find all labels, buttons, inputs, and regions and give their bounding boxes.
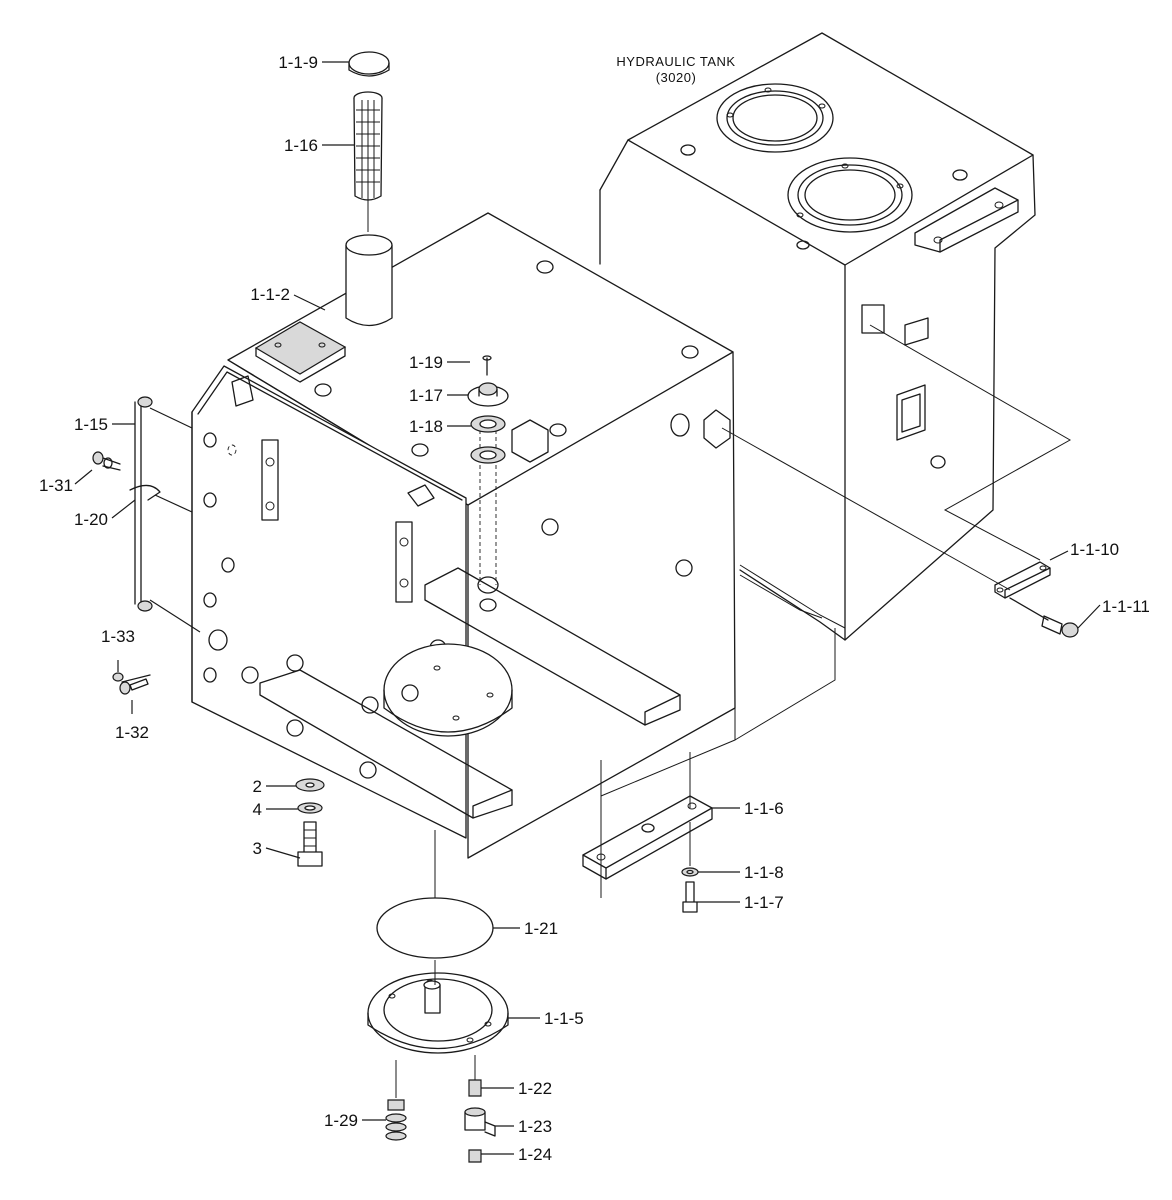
label-1-18: 1-18	[409, 417, 443, 436]
label-1-24: 1-24	[518, 1145, 552, 1164]
label-1-1-11: 1-1-11	[1102, 597, 1150, 616]
part-breather-stack	[467, 355, 509, 464]
label-1-1-7: 1-1-7	[744, 893, 784, 912]
label-1-1-10: 1-1-10	[1070, 540, 1119, 559]
label-4: 4	[253, 800, 262, 819]
label-1-21: 1-21	[524, 919, 558, 938]
label-3: 3	[253, 839, 262, 858]
main-tank-body	[191, 212, 736, 859]
label-1-1-8: 1-1-8	[744, 863, 784, 882]
part-screw-1-31	[92, 451, 121, 471]
label-1-1-9: 1-1-9	[278, 53, 318, 72]
part-plug-1-33	[112, 672, 151, 695]
part-washer-bolt	[295, 778, 325, 867]
part-bracket	[721, 324, 1072, 599]
label-1-32: 1-32	[115, 723, 149, 742]
label-1-1-2: 1-1-2	[250, 285, 290, 304]
callout-labels: 1-1-9 1-16 1-1-2 1-19 1-17 1-18 1-15 1-3…	[39, 53, 1150, 1164]
callout-leaders	[74, 61, 1101, 1155]
label-1-20: 1-20	[74, 510, 108, 529]
part-level-gauge	[129, 396, 161, 612]
tank-title: HYDRAULIC TANK	[616, 54, 735, 69]
label-1-16: 1-16	[284, 136, 318, 155]
label-2: 2	[253, 777, 262, 796]
assembly-lines	[434, 628, 836, 985]
part-drain-fittings	[385, 1055, 496, 1163]
tank-number: (3020)	[656, 70, 697, 85]
label-1-31: 1-31	[39, 476, 73, 495]
label-1-17: 1-17	[409, 386, 443, 405]
part-mounting-bar	[582, 708, 736, 898]
label-1-23: 1-23	[518, 1117, 552, 1136]
hydraulic-tank-reference: HYDRAULIC TANK (3020)	[599, 32, 1036, 641]
part-cap	[348, 51, 390, 77]
part-washer-screw	[681, 822, 699, 913]
part-bolt-1-1-11	[1009, 597, 1079, 638]
part-cover-plate	[367, 972, 509, 1054]
label-1-15: 1-15	[74, 415, 108, 434]
label-1-29: 1-29	[324, 1111, 358, 1130]
label-1-1-6: 1-1-6	[744, 799, 784, 818]
part-gasket	[376, 897, 494, 959]
label-1-22: 1-22	[518, 1079, 552, 1098]
label-1-33: 1-33	[101, 627, 135, 646]
part-strainer	[353, 91, 383, 232]
label-1-19: 1-19	[409, 353, 443, 372]
label-1-1-5: 1-1-5	[544, 1009, 584, 1028]
